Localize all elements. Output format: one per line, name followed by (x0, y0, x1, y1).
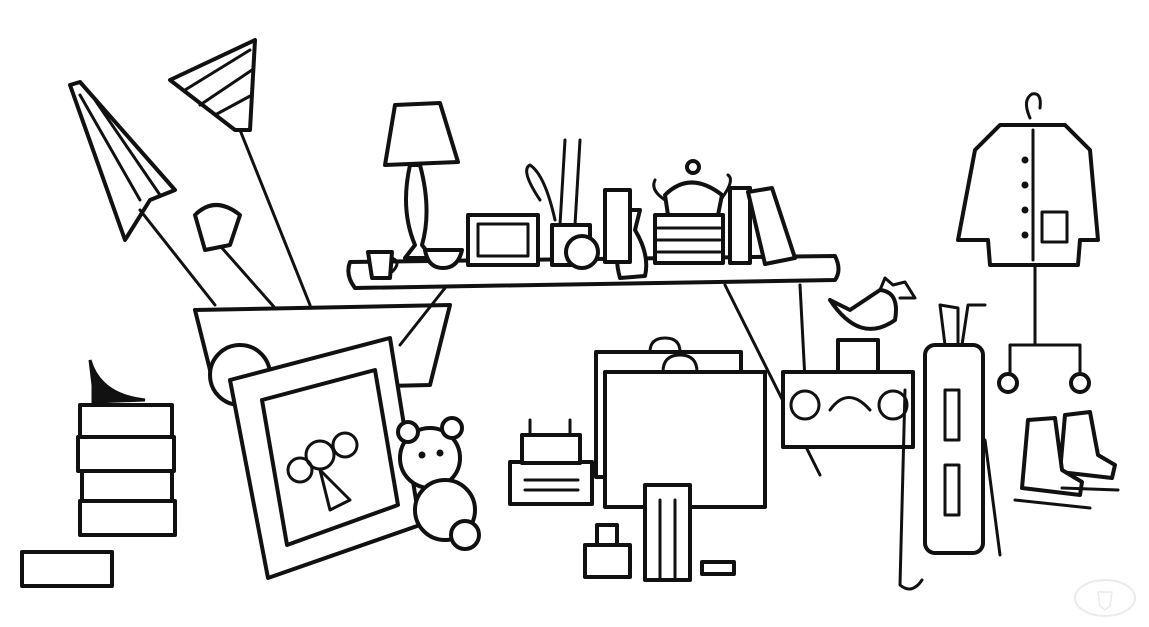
teapot (652, 159, 732, 217)
golf-club (898, 388, 924, 591)
umbrella (68, 80, 217, 307)
photo-frame (466, 213, 540, 267)
utensils-jar (525, 138, 600, 270)
coat (956, 123, 1100, 267)
teddy-bear (396, 416, 481, 551)
suitcases (594, 336, 767, 509)
cup (366, 250, 399, 280)
bird-figurine (828, 276, 917, 374)
watermark-seal (1074, 579, 1136, 617)
shovel (193, 203, 277, 310)
books (603, 186, 797, 266)
framed-picture (228, 336, 422, 580)
toy-truck (508, 418, 594, 506)
ice-skates (1013, 410, 1120, 510)
boom-box (781, 370, 915, 449)
rake (168, 38, 312, 307)
golf-bag (923, 303, 1002, 557)
coat-rack (997, 92, 1091, 394)
bowl (423, 248, 464, 270)
stacked-boxes (20, 403, 177, 588)
shoe (88, 359, 146, 406)
lamp (383, 101, 460, 260)
toy-blocks (583, 483, 736, 582)
